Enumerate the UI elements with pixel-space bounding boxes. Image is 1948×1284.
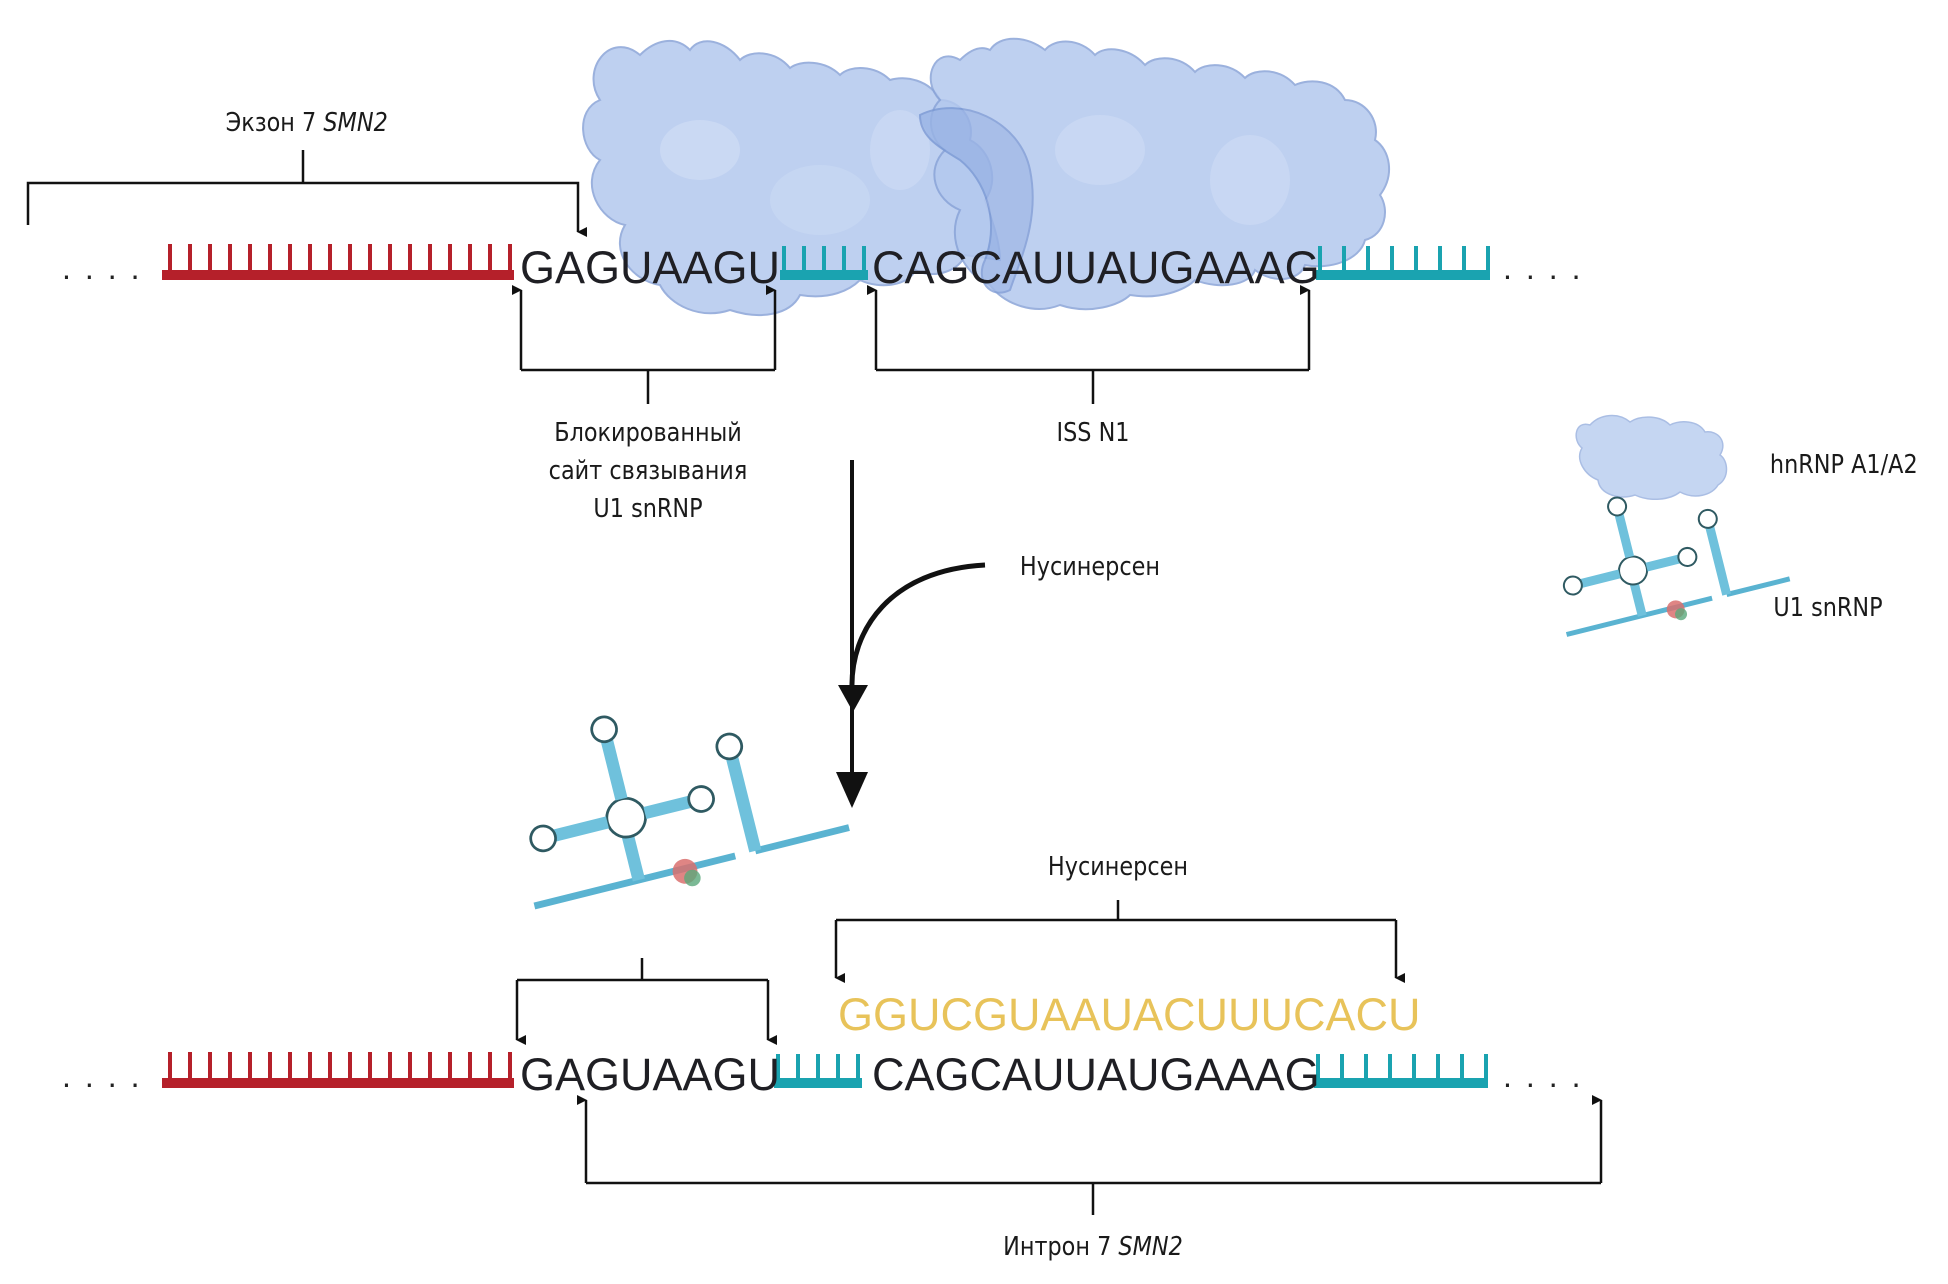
splice-site-seq-bottom: GAGUAAGU [520, 1049, 781, 1100]
process-arrow [836, 460, 986, 808]
exon-strand-bottom [162, 1052, 514, 1088]
intron-label: Интрон 7 SMN2 [1003, 1228, 1184, 1266]
blocked-site-label: Блокированный сайт связывания U1 snRNP [528, 414, 769, 528]
u1-snrnp-structure [529, 715, 850, 910]
exon-label: Экзон 7 SMN2 [225, 104, 388, 142]
exon-bracket [26, 150, 587, 237]
legend-u1-label: U1 snRNP [1773, 593, 1883, 623]
exon-gene-name: SMN2 [323, 108, 388, 138]
snrna-structure-icon [1562, 496, 1791, 637]
legend-hnrnp-label: hnRNP A1/A2 [1769, 450, 1918, 480]
drug-label-arrow: Нусинерсен [1019, 552, 1161, 582]
nusinersen-bracket [834, 900, 1405, 983]
iss-seq-bottom: CAGCAUUAUGAAAG [872, 1049, 1320, 1100]
blocked-site-label-line2: сайт связывания [548, 456, 748, 486]
intron-strand-top-1 [780, 246, 868, 280]
blocked-site-label-line1: Блокированный [554, 418, 742, 448]
iss-seq-top: CAGCAUUAUGAAAG [872, 242, 1320, 293]
intron-strand-bottom-2 [1314, 1054, 1488, 1088]
nusinersen-antisense-seq: GGUCGUAAUACUUUCACU [838, 989, 1421, 1040]
exon-label-text: Экзон 7 [225, 108, 317, 138]
blocked-site-label-line3: U1 snRNP [593, 494, 703, 524]
hnrnp-protein-left [582, 40, 1002, 316]
intron-bracket [577, 1095, 1603, 1215]
ellipsis-bottom-right: .... [1503, 1058, 1595, 1094]
ellipsis-top-right: .... [1503, 250, 1595, 286]
splice-site-seq-top: GAGUAAGU [520, 242, 781, 293]
ellipsis-top-left: .... [62, 250, 154, 286]
drug-label-bottom: Нусинерсен [1047, 852, 1189, 882]
hnrnp-protein-right [918, 37, 1391, 311]
intron-label-text: Интрон 7 [1003, 1232, 1112, 1262]
iss-bracket [867, 285, 1311, 404]
blocked-site-bracket [512, 285, 777, 404]
exon-strand-top [162, 244, 514, 280]
intron-strand-top-2 [1316, 246, 1490, 280]
intron-gene-name: SMN2 [1118, 1232, 1183, 1262]
iss-label: ISS N1 [1056, 418, 1130, 448]
u1-binding-bracket [515, 958, 777, 1045]
intron-strand-bottom-1 [774, 1054, 862, 1088]
protein-cloud-icon [1575, 414, 1728, 500]
ellipsis-bottom-left: .... [62, 1058, 154, 1094]
